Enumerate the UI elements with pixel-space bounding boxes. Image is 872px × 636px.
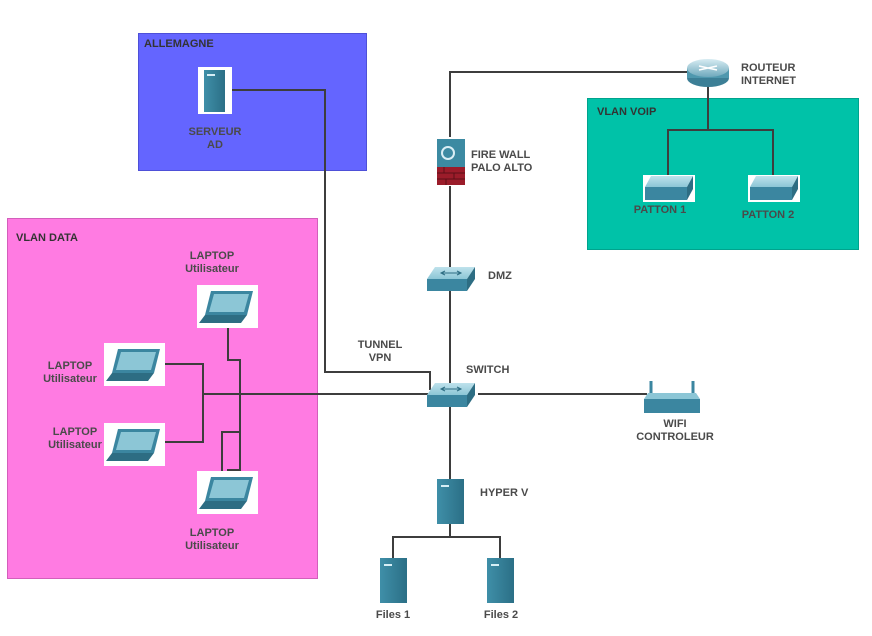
files1-label: Files 1 (375, 609, 411, 621)
switch-label: SWITCH (466, 364, 510, 376)
connections (165, 71, 774, 558)
laptop-left1-icon (104, 343, 165, 386)
wifi-controller-icon (644, 381, 700, 413)
zone-allemagne (138, 33, 367, 171)
files2-label: Files 2 (483, 609, 519, 621)
link-laptop-left1 (165, 363, 204, 394)
link-router-patton2 (708, 129, 774, 177)
router-icon (687, 59, 729, 87)
hyperv-server-icon (437, 479, 464, 524)
hyperv-label: HYPER V (480, 487, 529, 499)
switch-icon (427, 267, 475, 291)
laptop-top-icon (197, 285, 258, 328)
zone-allemagne-title: ALLEMAGNE (144, 38, 214, 50)
files2-server-icon (487, 558, 514, 603)
link-router-voip (667, 86, 709, 177)
patton2-switch-icon (748, 175, 800, 202)
laptop-bottom-icon (197, 471, 258, 514)
laptop-left2-icon (104, 423, 165, 466)
zone-vlan-data (7, 218, 318, 579)
patton1-switch-icon (643, 175, 695, 202)
link-hyperv-files2 (450, 536, 501, 558)
zone-vlan-voip-title: VLAN VOIP (597, 106, 657, 118)
zone-vlan-voip (587, 98, 859, 250)
link-router-firewall (449, 71, 687, 137)
link-hyperv-files (392, 522, 451, 558)
link-laptop-top (227, 328, 241, 472)
link-laptop-left2 (165, 394, 204, 443)
zone-vlan-data-title: VLAN DATA (16, 232, 78, 244)
link-laptop-bottom (221, 394, 241, 472)
server-icon (198, 67, 232, 114)
firewall-icon (436, 137, 466, 186)
link-serveur-switch (232, 89, 431, 390)
patton1-label: PATTON 1 (633, 204, 687, 216)
dmz-label: DMZ (488, 270, 512, 282)
main-switch-icon (427, 383, 475, 407)
files1-server-icon (380, 558, 407, 603)
patton2-label: PATTON 2 (741, 209, 795, 221)
